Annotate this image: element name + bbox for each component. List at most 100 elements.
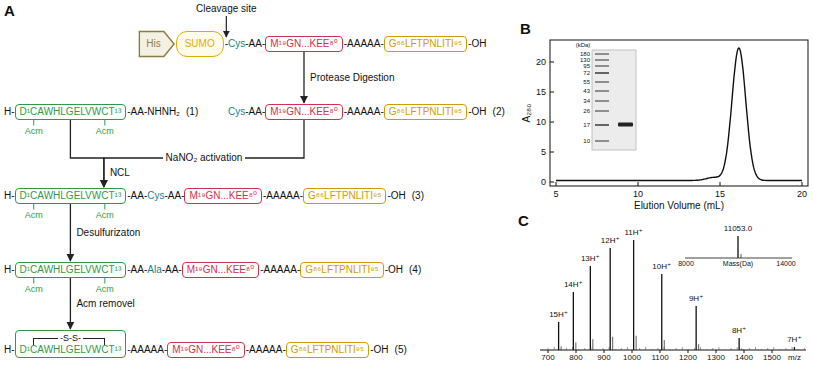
noise-peak <box>584 348 585 350</box>
segment-box: G⁸⁶LFTPNLITI⁹⁵ <box>384 104 467 120</box>
noise-peak <box>804 348 805 350</box>
axis-title: A₂₈₀ <box>521 104 533 123</box>
noise-peak <box>609 347 610 350</box>
node-text: G⁸⁶LFTPNLITI⁹⁵ <box>308 190 381 201</box>
noise-peak <box>731 348 732 350</box>
noise-peak <box>761 349 762 350</box>
noise-peak <box>560 349 561 350</box>
peak-label: 15H⁺ <box>549 310 568 319</box>
noise-peak <box>615 349 616 350</box>
residue-text: Ala <box>147 264 161 276</box>
gel-ladder-label: 10 <box>583 138 590 145</box>
node-text: D¹CAWHLGELVWCT¹³ <box>20 190 122 201</box>
ladder-band <box>595 100 609 102</box>
gel-ladder-label: 72 <box>583 70 590 77</box>
mass-peak <box>738 338 739 350</box>
tick-label: 5 <box>553 189 558 199</box>
noise-peak <box>596 349 597 350</box>
axis-tick <box>550 122 554 123</box>
adduct-peak <box>592 339 593 350</box>
segment-box: M¹⁹GN...KEE⁸⁰ <box>265 36 343 52</box>
tick-label: 5 <box>541 147 546 157</box>
noise-peak <box>749 348 750 350</box>
text-line: G⁸⁶LFTPNLITI⁹⁵ <box>389 106 462 118</box>
linker-text: H- <box>4 264 15 276</box>
linker-text: H- <box>4 190 15 202</box>
linker-text: -AA-NHNH₂ <box>127 106 180 118</box>
noise-peak <box>718 347 719 350</box>
acm-leader <box>33 278 34 284</box>
compound-number: (4) <box>409 264 421 276</box>
inset-label: 11053.0 <box>724 224 752 233</box>
peptide-box: D¹CAWHLGELVWCT¹³ <box>15 104 127 120</box>
tick-label: 1200 <box>679 353 697 362</box>
axis-title: m/z <box>788 353 801 362</box>
segment-box: M¹⁹GN...KEE⁸⁰ <box>184 188 262 204</box>
gel-ladder-label: (kDa) <box>576 42 591 49</box>
residue-text: Cys <box>147 190 164 202</box>
linker-text: -AA- <box>164 190 184 202</box>
sumo-tag-box: SUMO <box>176 31 224 57</box>
noise-peak <box>786 348 787 350</box>
mass-peak <box>633 240 634 350</box>
segment-box: G⁸⁶LFTPNLITI⁹⁵ <box>303 188 386 204</box>
noise-peak <box>566 348 567 350</box>
peak-label: 7H⁺ <box>787 335 801 344</box>
adduct-peak <box>698 344 699 350</box>
noise-peak <box>737 347 738 350</box>
mass-peak <box>794 347 795 350</box>
reaction-label: Protease Digestion <box>310 72 395 84</box>
segment-box: M¹⁹GN...KEE⁸⁰ <box>182 262 260 278</box>
node-text: G⁸⁶LFTPNLITI⁹⁵ <box>389 106 462 117</box>
linker-text: -AAAAA- <box>127 344 167 356</box>
noise-peak <box>767 348 768 350</box>
linker-text: -OH <box>370 344 388 356</box>
reaction-arrow <box>70 278 71 329</box>
adduct-peak <box>612 337 613 350</box>
ladder-band <box>595 110 609 112</box>
noise-peak <box>725 349 726 350</box>
linker-text: -AAAAA- <box>344 106 384 118</box>
mass-peak <box>590 266 591 350</box>
axis-tick <box>550 62 554 63</box>
text-line: His <box>146 38 160 50</box>
peak-label: 14H⁺ <box>564 280 583 289</box>
compound-number: (2) <box>493 106 505 118</box>
pentagon-shape <box>140 32 175 57</box>
noise-peak <box>651 349 652 350</box>
gel-ladder-label: 26 <box>583 108 590 115</box>
tick-label: 800 <box>569 353 582 362</box>
ladder-band <box>595 53 609 55</box>
axis-tick <box>550 152 554 153</box>
tick-label: 20 <box>536 57 546 67</box>
tick-label: 15 <box>536 87 546 97</box>
plot-frame <box>550 40 808 186</box>
mass-peak <box>558 322 559 350</box>
panel-label: A <box>4 2 15 19</box>
peak-label: 9H⁺ <box>689 294 703 303</box>
node-text: M¹⁹GN...KEE⁸⁰ <box>189 190 257 201</box>
node-text: G⁸⁶LFTPNLITI⁹⁵ <box>291 344 364 355</box>
linker-text: -OH <box>468 106 486 118</box>
gel-ladder-label: 130 <box>580 57 590 64</box>
linker-text: - <box>225 38 228 50</box>
noise-peak <box>621 348 622 350</box>
linker-text: -OH <box>387 190 405 202</box>
axis-tick <box>604 350 605 353</box>
text-line: M¹⁹GN...KEE⁸⁰ <box>189 190 257 202</box>
text-line: -S-S- <box>20 332 122 344</box>
peak-label: 10H⁺ <box>652 262 671 271</box>
noise-peak <box>657 348 658 350</box>
reaction-arrow <box>303 52 304 103</box>
panel-label: B <box>520 20 531 37</box>
gel-ladder-label: 55 <box>583 79 590 86</box>
peak-label: 11H⁺ <box>624 228 642 237</box>
text-line: G⁸⁶LFTPNLITI⁹⁵ <box>389 38 462 50</box>
noise-peak <box>548 348 549 350</box>
protecting-group-label: Acm <box>96 284 114 294</box>
noise-peak <box>688 349 689 350</box>
noise-peak <box>712 348 713 350</box>
noise-peak <box>682 347 683 350</box>
x-axis <box>540 350 806 351</box>
axis-tick <box>802 182 803 186</box>
